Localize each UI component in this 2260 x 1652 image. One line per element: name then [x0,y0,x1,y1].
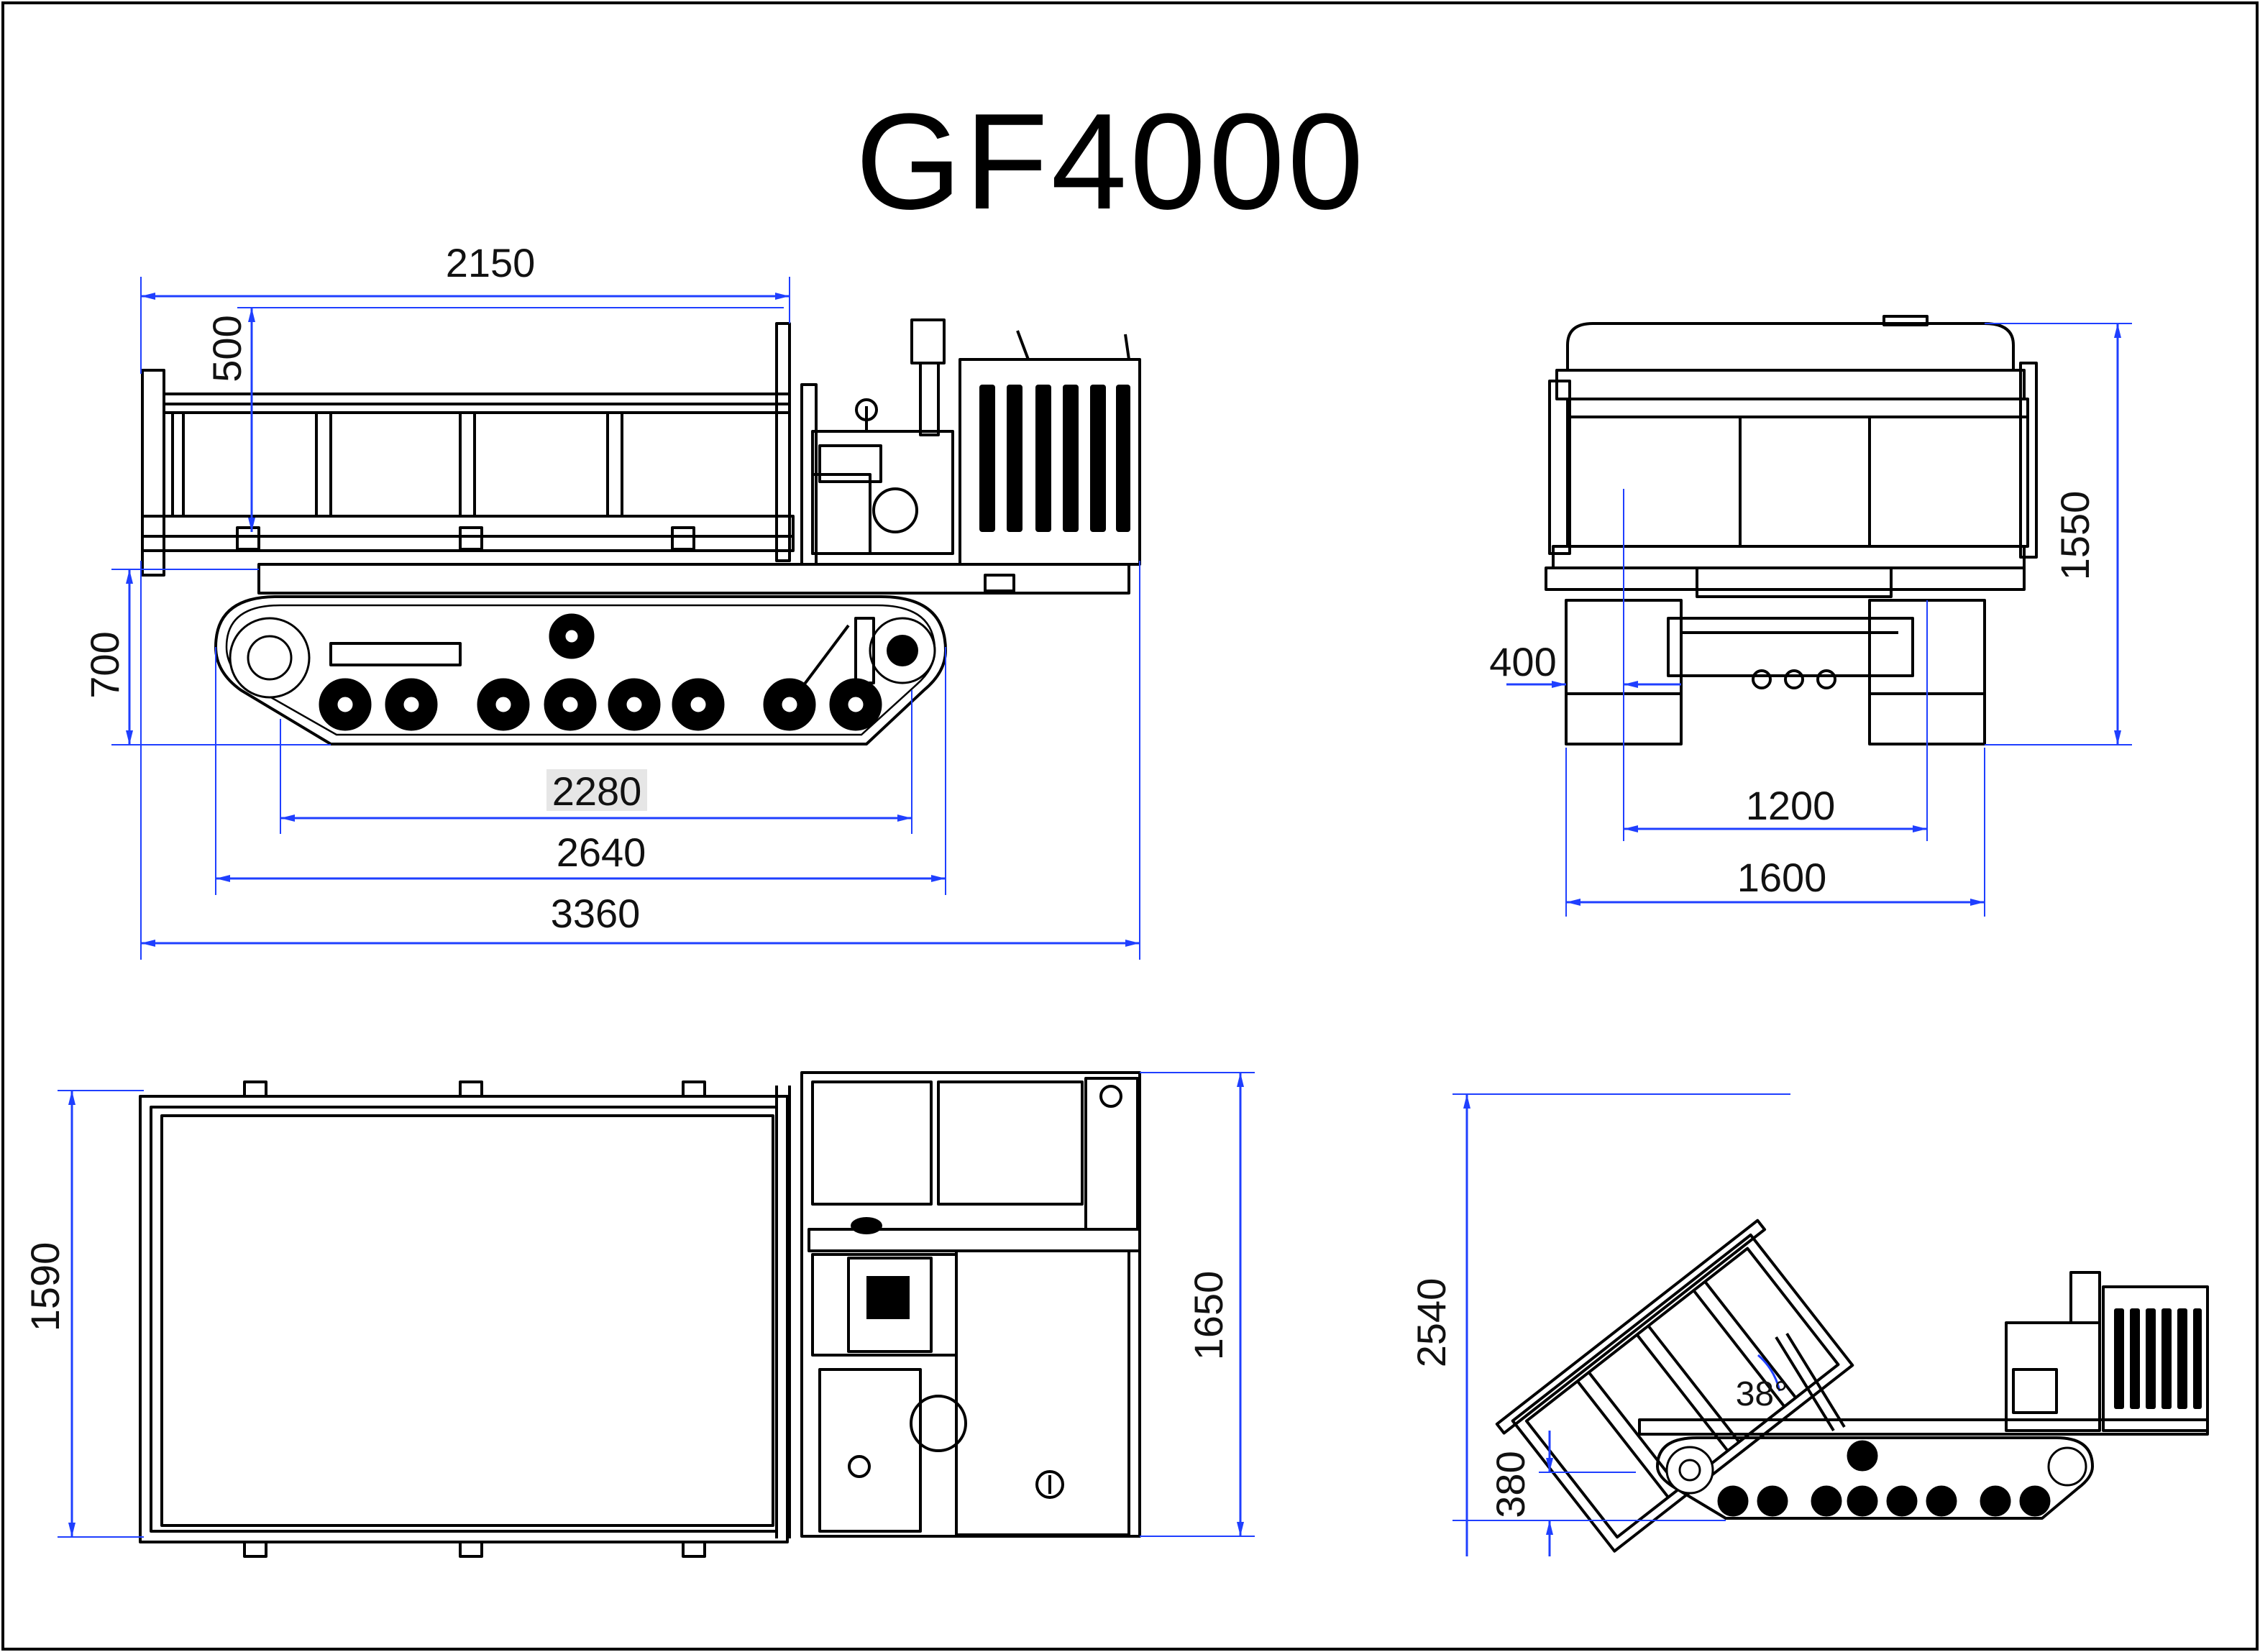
dim-track-gauge: 1200 [1746,783,1836,828]
dump-view-tilted-box [1495,1219,1854,1553]
top-view: 1590 1650 [22,1071,1255,1558]
front-view: 1550 400 1200 1600 [1489,315,2132,917]
side-view-road-wheels [319,678,882,731]
front-view-dimensions: 1550 400 1200 1600 [1489,323,2132,917]
dim-overall-height: 1550 [2052,491,2097,581]
dump-view-track [1656,1436,2094,1520]
dim-track-length: 2640 [557,830,646,875]
dim-overall-length: 3360 [551,891,641,936]
side-view-dump-box [141,322,795,577]
dim-box-width: 1590 [22,1242,68,1332]
dim-ground-clearance: 700 [82,631,127,698]
top-view-dump-box [139,1095,789,1543]
dim-overall-width: 1600 [1737,855,1827,900]
dim-box-length: 2150 [446,240,536,285]
dim-top-overall-width: 1650 [1186,1271,1231,1361]
dump-view-grille [2114,1308,2202,1409]
top-view-dimensions: 1590 1650 [22,1072,1255,1538]
side-view: 2150 500 700 2280 2640 3360 [82,240,1141,960]
dim-dump-clearance: 380 [1488,1451,1533,1518]
side-view-grille [979,385,1130,532]
dim-dump-angle: 38° [1736,1375,1788,1413]
side-view-engine-unit [800,318,1141,566]
dump-view: 2540 380 38° [1409,1093,2209,1556]
top-view-engine-deck [800,1071,1141,1538]
side-view-chassis [257,563,1130,595]
side-view-track [214,595,947,745]
dump-view-dimensions: 2540 380 38° [1409,1093,1790,1556]
dim-track-width: 400 [1489,639,1556,684]
drawing-title: GF4000 [856,86,1367,238]
dim-dump-height: 2540 [1409,1278,1454,1368]
dim-box-height: 500 [204,315,250,382]
dim-track-contact: 2280 [552,768,642,814]
side-view-dimensions: 2150 500 700 2280 2640 3360 [82,240,1140,960]
